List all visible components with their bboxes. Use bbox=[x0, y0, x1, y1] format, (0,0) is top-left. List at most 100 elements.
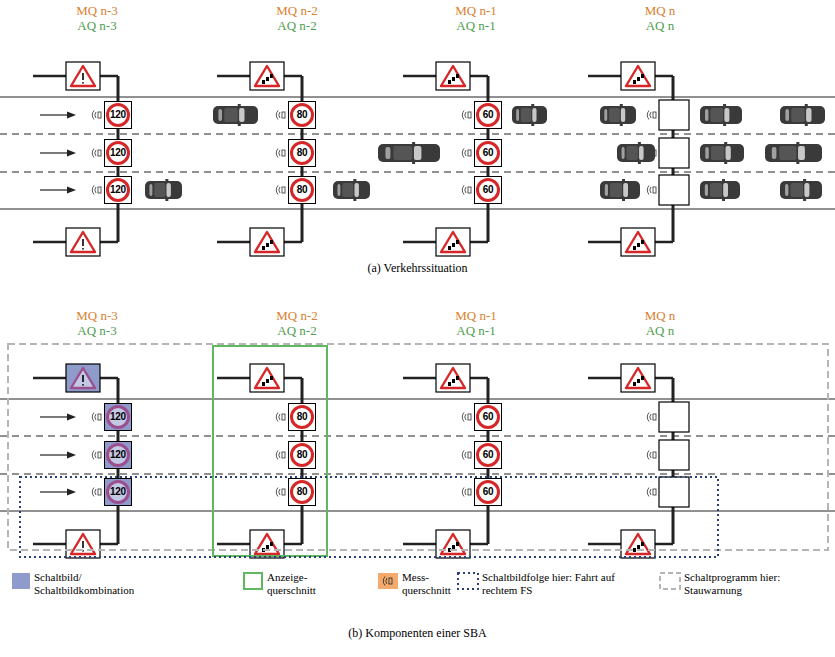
arrow-head bbox=[67, 112, 76, 119]
car-windshield bbox=[239, 108, 244, 122]
warning-triangle bbox=[71, 368, 95, 388]
queue-symbol bbox=[448, 246, 451, 250]
blank-sign bbox=[659, 402, 689, 432]
queue-symbol bbox=[448, 382, 451, 386]
sensor-wave bbox=[95, 150, 96, 156]
sign-ring bbox=[292, 143, 313, 164]
sensor-icon bbox=[647, 111, 656, 120]
sensor-body bbox=[468, 489, 471, 495]
queue-symbol bbox=[270, 240, 273, 244]
car-mirror bbox=[724, 162, 727, 164]
car-mirror bbox=[238, 124, 241, 126]
warning-sign bbox=[621, 228, 655, 256]
lane-marking bbox=[0, 436, 835, 437]
car-windshield bbox=[724, 108, 729, 122]
car-roof bbox=[224, 108, 238, 122]
sensor-wave bbox=[92, 149, 94, 158]
sign-ring bbox=[108, 407, 129, 428]
gantry-arm bbox=[655, 377, 673, 380]
gantry-arm bbox=[588, 241, 621, 244]
car-windshield bbox=[532, 108, 536, 122]
sensor-body bbox=[98, 150, 101, 156]
sensor-wave bbox=[465, 452, 466, 458]
sensor-wave bbox=[92, 451, 94, 460]
speed-limit-sign: 120 bbox=[104, 403, 132, 431]
queue-symbol bbox=[452, 545, 455, 549]
display-cross-section-label: AQ n-2 bbox=[237, 19, 357, 34]
car-windshield bbox=[726, 146, 731, 160]
sensor-body bbox=[468, 187, 471, 193]
sign-panel bbox=[250, 530, 284, 558]
queue-symbol bbox=[633, 548, 636, 552]
sensor-body bbox=[468, 414, 471, 420]
sensor-wave bbox=[279, 187, 280, 193]
speed-value: 120 bbox=[110, 110, 126, 120]
car bbox=[780, 104, 825, 126]
sensor-icon bbox=[647, 413, 656, 422]
exclamation-dot bbox=[82, 384, 84, 386]
sensor-icon bbox=[276, 488, 285, 497]
exclamation-mark bbox=[82, 73, 84, 80]
car-body bbox=[780, 106, 825, 124]
speed-limit-sign: 120 bbox=[104, 176, 132, 204]
car bbox=[378, 142, 440, 164]
blank-sign bbox=[659, 138, 689, 168]
car bbox=[700, 104, 742, 126]
sensor-wave bbox=[279, 489, 280, 495]
queue-symbol bbox=[262, 80, 265, 84]
warning-sign bbox=[66, 364, 100, 392]
gantry-arm bbox=[284, 75, 302, 78]
speed-value: 80 bbox=[297, 487, 308, 497]
measuring-cross-section-label: MQ n-1 bbox=[416, 4, 536, 19]
sign-panel bbox=[250, 62, 284, 90]
legend-sample-fill bbox=[378, 573, 398, 589]
gantry-arm bbox=[403, 241, 436, 244]
queue-symbol bbox=[641, 240, 644, 244]
direction-arrow bbox=[40, 416, 68, 417]
gantry-arm bbox=[217, 377, 250, 380]
direction-arrow bbox=[40, 454, 68, 455]
warning-sign bbox=[621, 530, 655, 558]
speed-value: 60 bbox=[483, 110, 494, 120]
speed-limit-sign: 80 bbox=[288, 403, 316, 431]
car-mirror bbox=[803, 179, 806, 181]
sign-ring bbox=[478, 143, 499, 164]
queue-symbol bbox=[448, 80, 451, 84]
queue-symbol bbox=[456, 240, 459, 244]
speed-value: 60 bbox=[483, 412, 494, 422]
speed-value: 120 bbox=[110, 148, 126, 158]
queue-symbol bbox=[641, 74, 644, 78]
arrow-head bbox=[67, 414, 76, 421]
display-cross-section-label: AQ n-1 bbox=[416, 324, 536, 339]
sign-panel bbox=[621, 62, 655, 90]
sensor-wave bbox=[92, 111, 94, 120]
sensor-body bbox=[282, 187, 285, 193]
sensor-wave bbox=[647, 413, 649, 422]
car-roof bbox=[710, 183, 722, 197]
car-roof bbox=[779, 146, 796, 160]
queue-symbol bbox=[266, 379, 269, 383]
measuring-cross-section-label: MQ n-3 bbox=[37, 4, 157, 19]
sensor-body bbox=[653, 489, 656, 495]
car-mirror bbox=[805, 104, 808, 106]
car-mirror bbox=[165, 179, 168, 181]
lane-marking bbox=[0, 172, 835, 173]
sensor-wave bbox=[650, 452, 651, 458]
legend-sample-outline bbox=[244, 573, 262, 589]
queue-symbol bbox=[633, 80, 636, 84]
car-body bbox=[765, 144, 822, 162]
warning-triangle bbox=[71, 232, 95, 252]
sign-panel bbox=[66, 228, 100, 256]
car-mirror bbox=[622, 179, 625, 181]
sign-panel bbox=[621, 530, 655, 558]
legend-label: Mess- querschnitt bbox=[402, 571, 464, 597]
sensor-wave bbox=[462, 413, 464, 422]
sign-ring bbox=[478, 105, 499, 126]
sign-panel bbox=[250, 364, 284, 392]
gantry-arm bbox=[217, 241, 250, 244]
queue-symbol bbox=[456, 74, 459, 78]
queue-symbol bbox=[266, 77, 269, 81]
measuring-cross-section-label: MQ n bbox=[600, 309, 720, 324]
